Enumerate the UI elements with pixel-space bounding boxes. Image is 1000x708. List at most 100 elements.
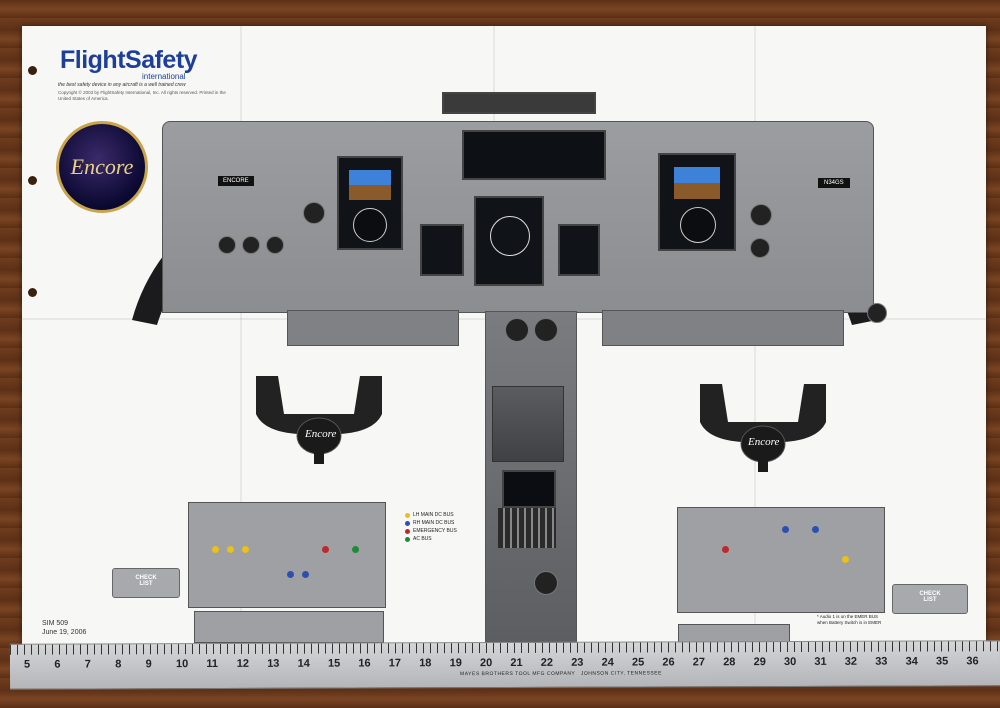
fms-keypad [498,508,556,548]
standby-display [558,224,600,276]
gauge-dial [218,236,236,254]
ruler-number: 14 [297,657,310,670]
ruler-number: 17 [388,657,402,670]
encore-badge: Encore [56,121,148,213]
binder-hole [28,66,37,75]
speaker-grille [867,303,887,323]
ruler-number: 18 [419,657,432,670]
fold-line [240,26,242,662]
flightsafety-logo: FlightSafety [60,46,198,74]
ruler-number: 15 [327,657,341,670]
legend-swatch [405,536,410,542]
ruler-number: 33 [875,655,888,668]
breaker [212,546,219,553]
copyright-text: Copyright © 2003 by FlightSafety Interna… [58,90,226,101]
annunciator-panel [442,92,596,114]
ruler-number: 20 [479,657,493,670]
ruler-number: 34 [905,655,918,668]
legend-item: RH MAIN DC BUS [405,519,457,527]
cockpit-poster: FlightSafety international the best safe… [22,26,986,662]
tail-number: N34GS [818,178,850,188]
binder-hole [28,176,37,185]
throttle-quadrant [492,386,564,462]
ruler-number: 23 [571,656,584,669]
left-pfd [337,156,403,250]
breaker [287,571,294,578]
lower-right-panel [602,310,844,346]
legend-item: LH MAIN DC BUS [405,511,457,519]
fms-display [502,470,556,508]
left-switch-strip [194,611,384,643]
ruler-number: 16 [358,657,371,670]
right-yoke [700,384,826,472]
audio-note: * Audio 1 is on the EMER BUS when Batter… [817,614,882,625]
right-circuit-breaker-panel [677,507,885,613]
ruler-number: 6 [54,658,61,671]
attitude-indicator [674,167,720,199]
ruler-number: 31 [814,655,827,668]
sim-info: SIM 509 June 19, 2006 [42,620,87,636]
ruler-number: 24 [601,656,614,669]
ruler-number: 32 [844,655,858,668]
ruler-number: 5 [23,658,31,671]
ruler-number: 25 [631,656,645,669]
ruler-number: 13 [267,657,280,670]
breaker [302,571,309,578]
legend-item: EMERGENCY BUS [405,527,457,535]
breaker [782,526,789,533]
ruler-number: 12 [236,657,250,670]
left-circuit-breaker-panel [188,502,386,608]
hsi-dial [680,207,716,243]
ruler-number: 7 [84,658,91,671]
flightsafety-sub: international [142,72,186,81]
attitude-indicator [349,170,391,200]
breaker [242,546,249,553]
right-pfd [658,153,736,251]
ruler-number: 35 [935,655,949,668]
ruler-number: 19 [449,657,462,670]
breaker [322,546,329,553]
ruler-number: 30 [783,655,797,669]
bus-legend: LH MAIN DC BUS RH MAIN DC BUS EMERGENCY … [405,511,457,543]
yoke-logo: Encore [748,436,780,448]
gauge-dial [303,202,325,224]
breaker [812,526,819,533]
ruler-number: 21 [510,656,523,669]
yoke-logo: Encore [305,428,337,440]
breaker [722,546,729,553]
gauge-dial [750,238,770,258]
center-mfd [474,196,544,286]
ruler-number: 11 [206,658,219,671]
legend-swatch [405,528,410,534]
ruler-number: 9 [145,658,152,671]
checklist-left: CHECK LIST [112,568,180,598]
breaker [227,546,234,553]
gauge-dial [505,318,529,342]
gauge-dial [266,236,284,254]
ruler-number: 36 [966,655,979,668]
trim-wheel [534,571,558,595]
binder-hole [28,288,37,297]
ruler-number: 26 [662,656,675,669]
lower-left-panel [287,310,459,346]
checklist-right: CHECK LIST [892,584,968,614]
gauge-dial [242,236,260,254]
breaker [842,556,849,563]
left-yoke [256,376,382,464]
ruler-number: 22 [540,656,554,669]
engine-display [462,130,606,180]
legend-swatch [405,512,410,518]
ruler-number: 8 [115,658,122,671]
legend-swatch [405,520,410,526]
hsi-dial [353,208,387,242]
ruler-ticks [9,641,1000,655]
standby-display [420,224,464,276]
map-ring [490,216,530,256]
encore-tag: ENCORE [218,176,254,186]
ruler-number: 10 [175,658,189,671]
ruler-number: 27 [692,656,706,669]
legend-item: AC BUS [405,535,457,543]
ruler-number: 28 [723,656,736,669]
breaker [352,546,359,553]
gauge-dial [534,318,558,342]
